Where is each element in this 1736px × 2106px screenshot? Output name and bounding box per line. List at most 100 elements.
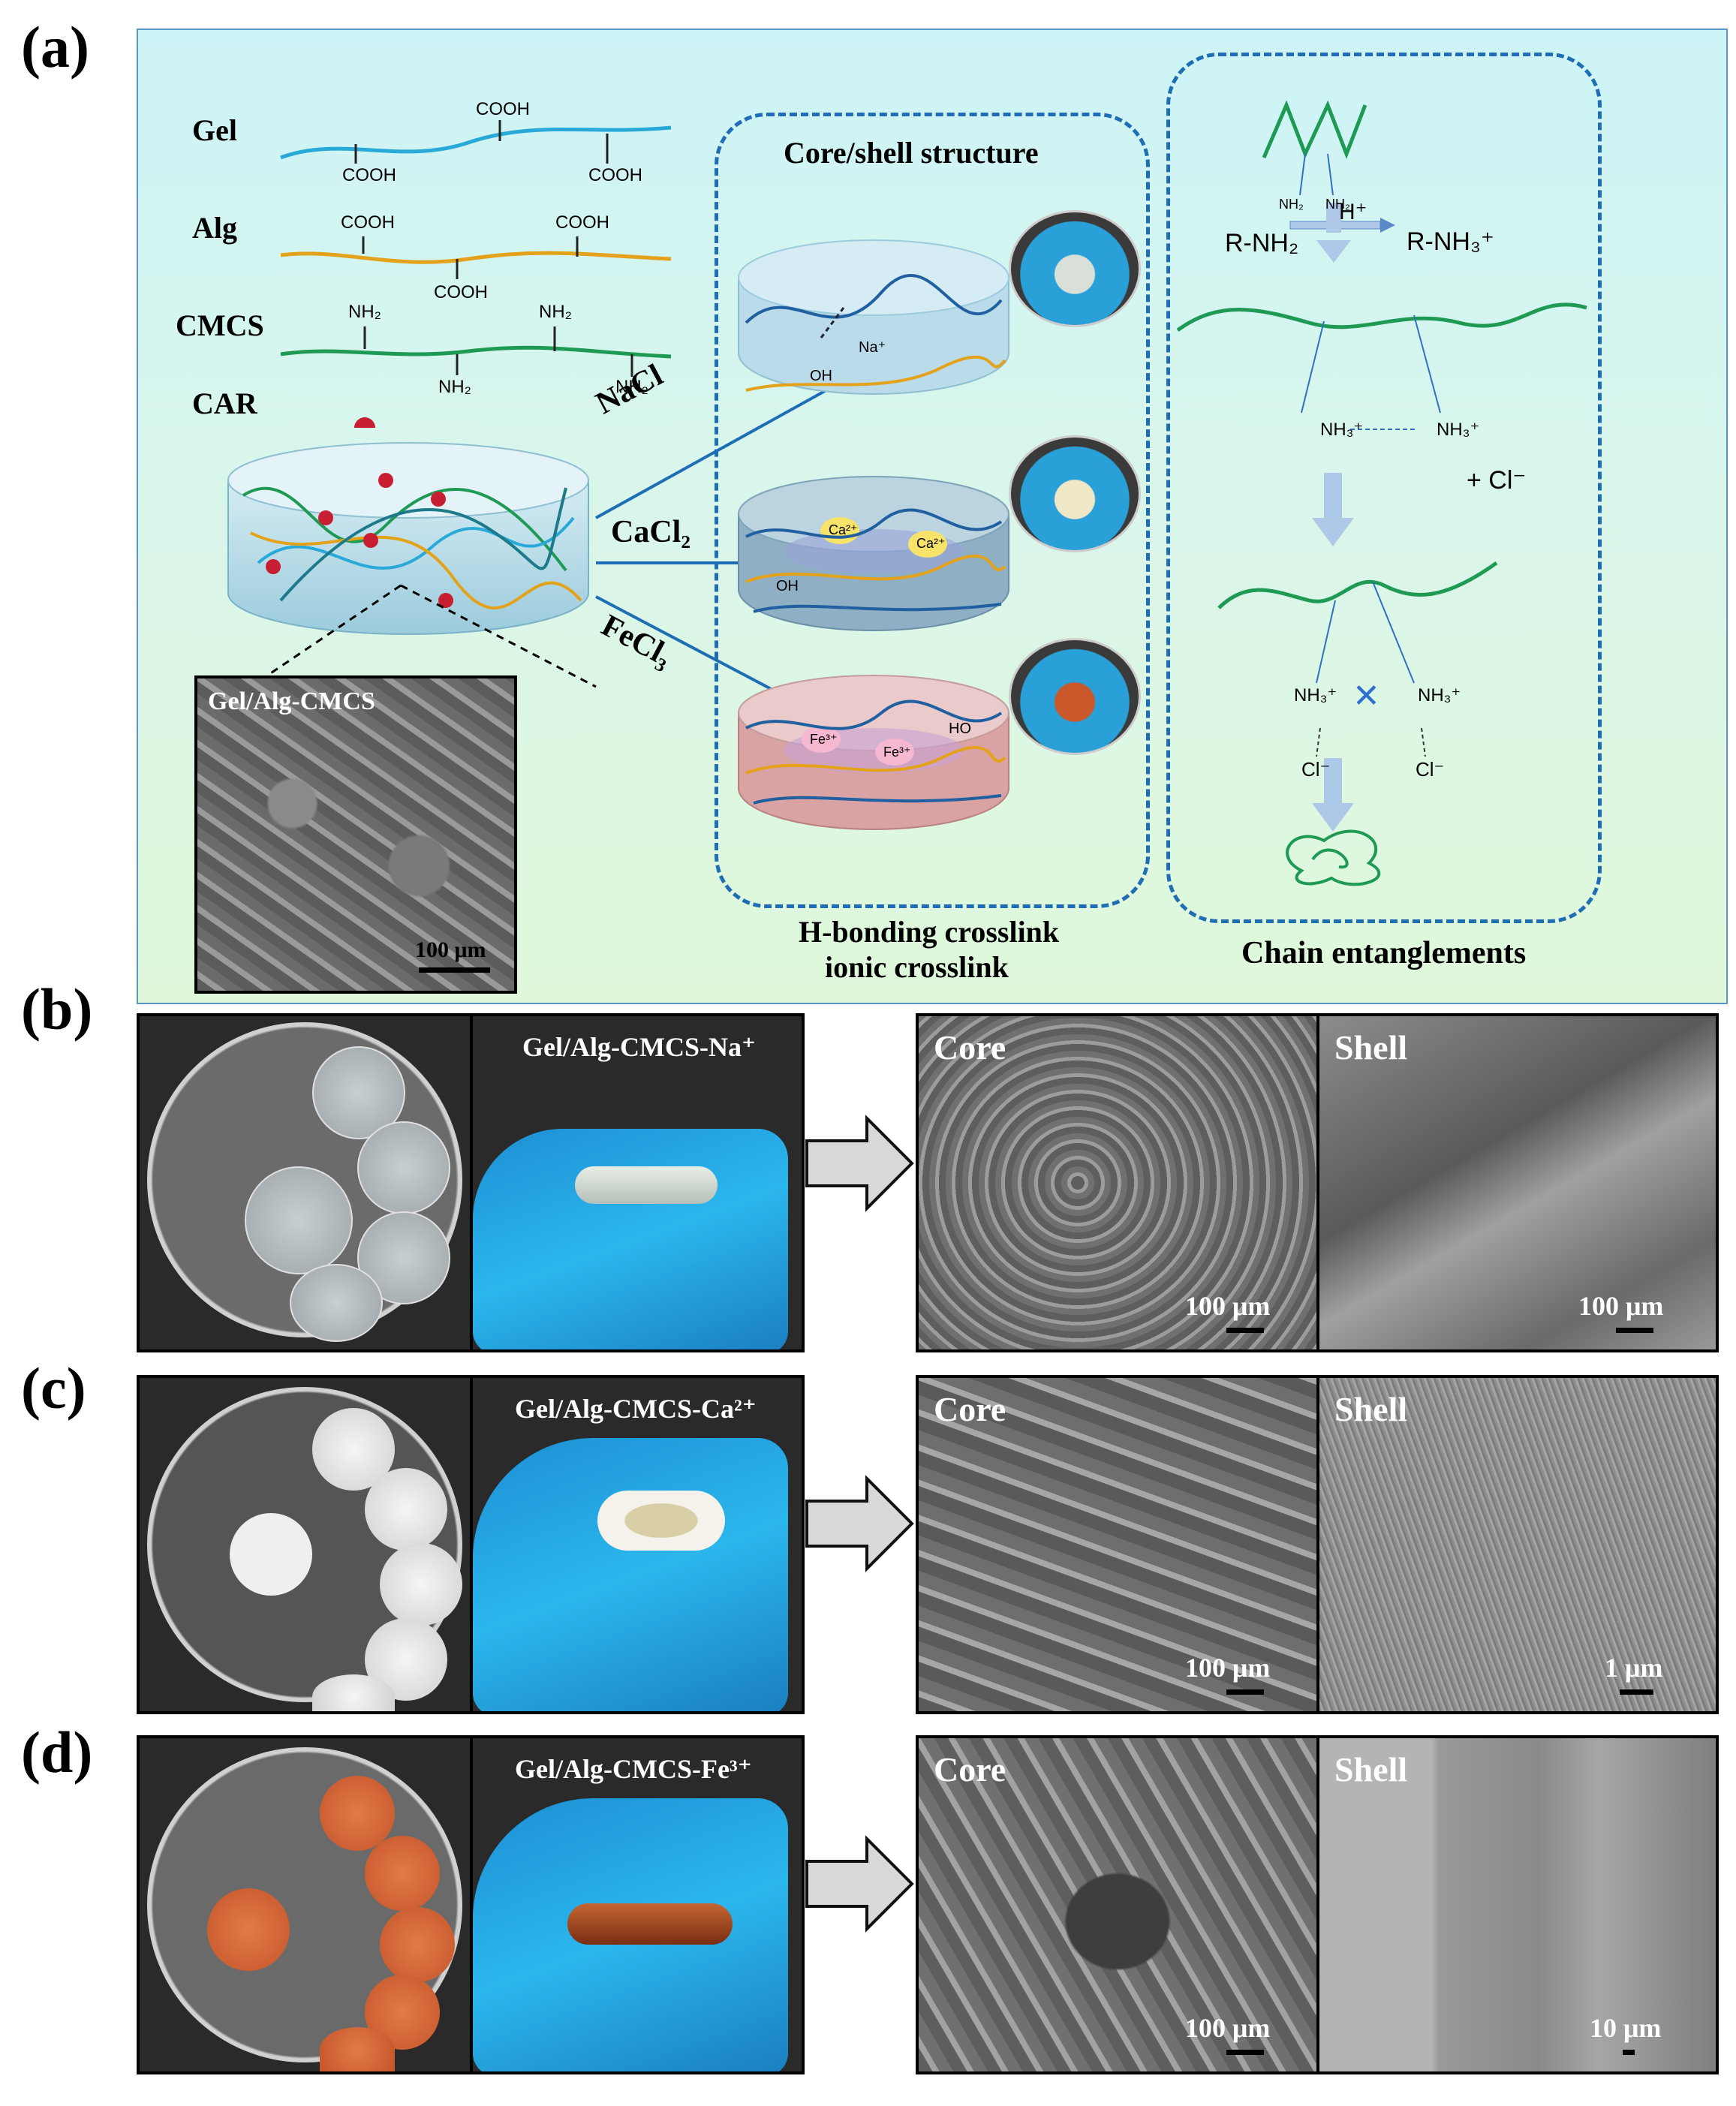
core-label: Core	[934, 1390, 1006, 1428]
panel-label-a: (a)	[21, 14, 89, 80]
gel-disc	[357, 1121, 450, 1214]
petri-dish-photo-na: Gel/Alg-CMCS-Na⁺	[137, 1013, 805, 1352]
shell-scale-bar	[1616, 1328, 1653, 1333]
shell-label: Shell	[1334, 1750, 1408, 1789]
mechanism-caption: Chain entanglements	[1241, 936, 1527, 970]
fe-ion-label: Fe³⁺	[810, 732, 838, 747]
oh-label: OH	[776, 578, 799, 594]
core-scale: 100 μm	[1185, 1653, 1271, 1683]
na-ion-label: Na⁺	[859, 339, 886, 356]
sem-row-fe: Core 100 μm Shell 10 μm	[916, 1735, 1719, 2074]
cl-label: Cl⁻	[1301, 758, 1331, 781]
disc-ca	[738, 476, 1009, 631]
cooh-label: COOH	[476, 99, 530, 119]
gel-disc	[312, 1046, 405, 1139]
legend-gel-label: Gel	[192, 113, 237, 147]
ho-label: HO	[949, 721, 971, 737]
core-label: Core	[934, 1028, 1006, 1067]
nh2-small: NH₂	[1279, 197, 1304, 212]
sem-inset-title: Gel/Alg-CMCS	[208, 687, 375, 715]
cl-label: Cl⁻	[1416, 758, 1445, 781]
salt-cacl2-label: CaCl₂	[611, 515, 690, 549]
disc-fe	[738, 675, 1009, 830]
cooh-label: COOH	[555, 212, 609, 233]
gel-sample-held	[575, 1166, 718, 1204]
core-shell-box	[715, 113, 1150, 908]
cooh-label: COOH	[588, 165, 642, 185]
shell-scale-bar	[1623, 2050, 1635, 2055]
shell-label: Shell	[1334, 1028, 1408, 1067]
photo-divider	[470, 1738, 473, 2071]
sem-row-ca: Core 100 μm Shell 1 μm	[916, 1375, 1719, 1714]
core-scale-bar	[1226, 1689, 1264, 1695]
blue-glove	[473, 1129, 788, 1349]
h-plus-label: H⁺	[1339, 200, 1367, 224]
gel-disc	[365, 1836, 440, 1911]
r-nh3-label: R-NH₃⁺	[1407, 227, 1494, 256]
cooh-label: COOH	[342, 165, 396, 185]
sem-shell-ca: Shell 1 μm	[1319, 1378, 1716, 1711]
petri-dish-photo-ca: Gel/Alg-CMCS-Ca²⁺	[137, 1375, 805, 1714]
ca-ion-label: Ca²⁺	[916, 536, 946, 551]
core-scale: 100 μm	[1185, 1291, 1271, 1321]
gel-disc	[230, 1513, 312, 1596]
fe-ion-label: Fe³⁺	[883, 745, 911, 760]
gel-disc	[380, 1907, 455, 1982]
sem-shell-fe: Shell 10 μm	[1319, 1738, 1716, 2071]
gel-disc	[320, 1776, 395, 1851]
hydrogel-cylinder	[227, 442, 589, 635]
core-shell-caption-1: H-bonding crosslink	[799, 915, 1060, 949]
cooh-label: COOH	[341, 212, 395, 233]
sample-label-ca: Gel/Alg-CMCS-Ca²⁺	[515, 1394, 757, 1424]
gel-sample-held	[597, 1491, 725, 1551]
gel-disc	[365, 1468, 447, 1551]
ca-ion-label: Ca²⁺	[829, 522, 858, 537]
shell-scale: 10 μm	[1590, 2013, 1662, 2043]
legend-chains	[280, 120, 672, 428]
core-shell-caption-2: ionic crosslink	[825, 950, 1009, 984]
sample-label-fe: Gel/Alg-CMCS-Fe³⁺	[515, 1754, 752, 1784]
gel-disc	[207, 1888, 290, 1971]
car-dot	[354, 417, 375, 428]
mechanism-drawing: ✕	[1176, 100, 1587, 886]
gel-sample-held	[567, 1903, 733, 1945]
photo-circle-ca	[1009, 435, 1141, 552]
panel-a-scheme: Gel Alg CMCS CAR COOH COOH COOH COOH COO…	[137, 29, 1728, 1004]
sem-core-na: Core 100 μm	[919, 1016, 1316, 1349]
photo-circle-na	[1009, 210, 1141, 327]
sem-inset-scale: 100 μm	[415, 937, 486, 962]
cl-add-label: + Cl⁻	[1467, 466, 1527, 495]
nh2-small: NH₂	[1325, 197, 1350, 212]
core-scale-bar	[1226, 1328, 1264, 1333]
legend-car-label: CAR	[192, 387, 257, 420]
shell-label: Shell	[1334, 1390, 1408, 1428]
nh2-label: NH₂	[438, 377, 471, 397]
sem-inset-gel-alg-cmcs: Gel/Alg-CMCS 100 μm	[194, 675, 517, 994]
petri-dish-photo-fe: Gel/Alg-CMCS-Fe³⁺	[137, 1735, 805, 2074]
nh3-label: NH₃⁺	[1294, 685, 1337, 706]
photo-divider	[470, 1016, 473, 1349]
shell-scale: 100 μm	[1578, 1291, 1664, 1321]
gel-disc	[245, 1166, 353, 1274]
nh2-label: NH₂	[539, 302, 572, 322]
arrow-b	[805, 1115, 914, 1212]
gel-disc	[320, 2027, 395, 2071]
gel-disc	[290, 1264, 383, 1342]
sem-core-fe: Core 100 μm	[919, 1738, 1316, 2071]
svg-text:✕: ✕	[1352, 677, 1380, 715]
sem-inset-scale-bar	[419, 967, 490, 973]
gel-disc	[380, 1543, 462, 1626]
blue-glove	[473, 1438, 788, 1711]
core-shell-title: Core/shell structure	[784, 136, 1039, 170]
sem-row-na: Core 100 μm Shell 100 μm	[916, 1013, 1719, 1352]
core-scale-bar	[1226, 2050, 1264, 2055]
nh3-label: NH₃⁺	[1437, 420, 1480, 440]
r-nh2-label: R-NH₂	[1225, 229, 1299, 257]
shell-scale-bar	[1620, 1689, 1653, 1695]
nh3-label: NH₃⁺	[1418, 685, 1461, 706]
panel-label-d: (d)	[21, 1719, 93, 1785]
nh3-label: NH₃⁺	[1320, 420, 1364, 440]
sem-shell-na: Shell 100 μm	[1319, 1016, 1716, 1349]
core-scale: 100 μm	[1185, 2013, 1271, 2043]
cooh-label: COOH	[434, 282, 488, 302]
